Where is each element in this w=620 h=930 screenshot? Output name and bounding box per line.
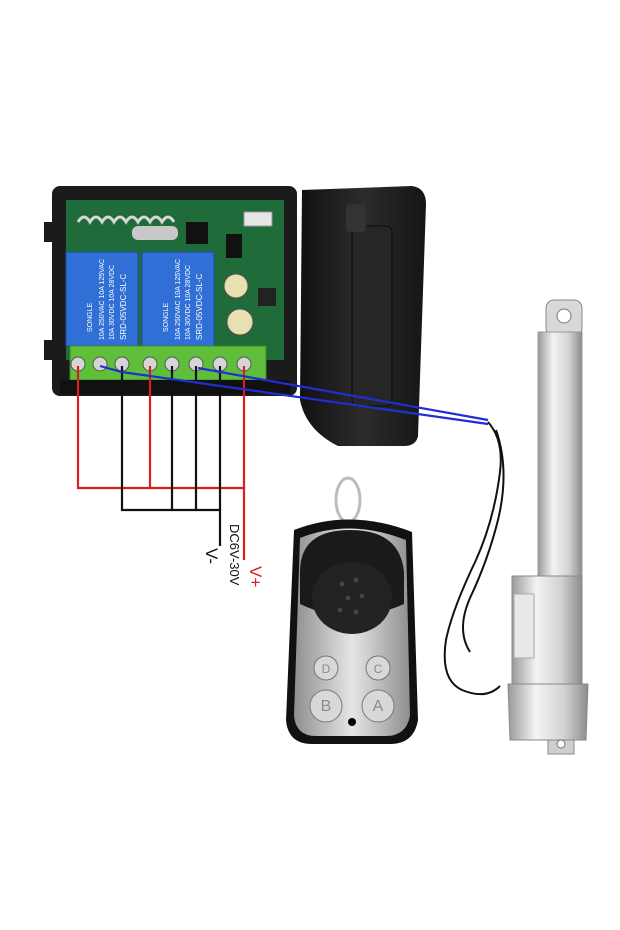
remote-button-d[interactable] bbox=[313, 655, 339, 681]
label-vplus: V+ bbox=[246, 566, 265, 587]
relay-left-brand: SONGLE bbox=[87, 302, 94, 332]
actuator-wiring bbox=[99, 364, 489, 426]
label-voltage: DC6V-30V bbox=[227, 524, 242, 586]
power-wiring bbox=[76, 366, 246, 560]
remote-button-label: D bbox=[322, 662, 331, 676]
relay-left-rating-a: 10A 250VAC 10A 125VAC bbox=[99, 259, 106, 340]
remote-button-label: A bbox=[373, 698, 384, 715]
terminal-screw bbox=[92, 356, 108, 372]
label-vminus: V- bbox=[202, 548, 221, 564]
remote-button-c[interactable] bbox=[365, 655, 391, 681]
relay-right-rating-b: 10A 30VDC 10A 28VDC bbox=[185, 265, 192, 340]
relay-right-rating-a: 10A 250VAC 10A 125VAC bbox=[175, 259, 182, 340]
remote-button-label: B bbox=[321, 698, 332, 715]
remote-buttons: D C B A bbox=[309, 655, 395, 723]
remote-button-b[interactable] bbox=[309, 689, 343, 723]
relay-left-rating-b: 10A 30VDC 10A 28VDC bbox=[109, 265, 116, 340]
relay-right-brand: SONGLE bbox=[163, 302, 170, 332]
relay-left-model: SRD-05VDC-SL-C bbox=[119, 274, 128, 340]
terminal-screws bbox=[70, 356, 252, 372]
relay-board-icon: SONGLE 10A 250VAC 10A 125VAC 10A 30VDC 1… bbox=[44, 186, 297, 396]
remote-control-icon: D C B A bbox=[286, 476, 418, 744]
remote-button-a[interactable] bbox=[361, 689, 395, 723]
actuator-cable bbox=[443, 421, 502, 696]
remote-button-label: C bbox=[374, 662, 383, 676]
relay-right-model: SRD-05VDC-SL-C bbox=[195, 274, 204, 340]
enclosure-lid-icon bbox=[300, 186, 426, 446]
linear-actuator-icon bbox=[507, 299, 589, 755]
